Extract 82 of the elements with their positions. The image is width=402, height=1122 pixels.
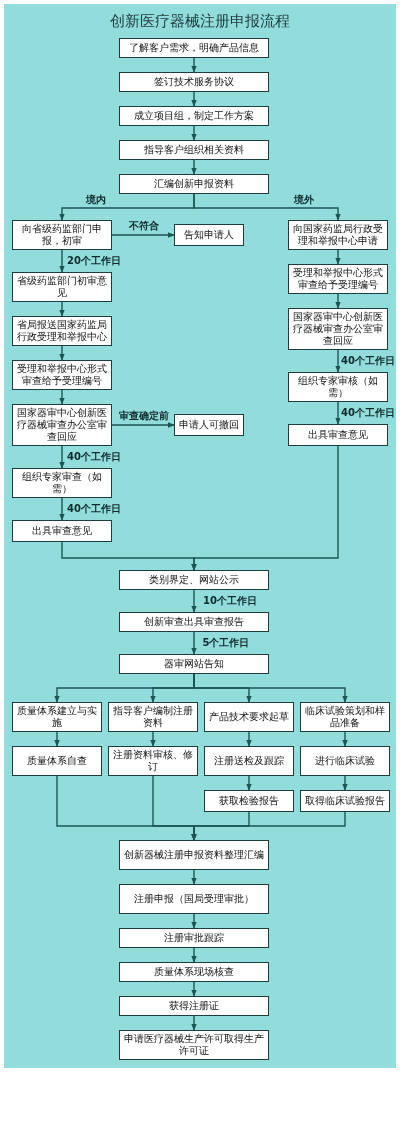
edge-label: 审查确定前 xyxy=(118,410,170,422)
diagram-title: 创新医疗器械注册申报流程 xyxy=(109,12,291,31)
process-box: 申请人可撤回 xyxy=(174,414,244,436)
arrow xyxy=(191,91,197,107)
process-box: 获得注册证 xyxy=(119,996,269,1016)
process-box: 进行临床试验 xyxy=(300,746,390,776)
process-box: 申请医疗器械生产许可取得生产许可证 xyxy=(119,1030,269,1060)
arrow xyxy=(191,445,339,571)
process-box: 国家器审中心创新医疗器械审查办公室审查回应 xyxy=(288,308,388,350)
arrow xyxy=(59,497,65,521)
process-box: 质量体系建立与实施 xyxy=(12,702,102,732)
process-box: 指导客户组织相关资料 xyxy=(119,140,269,160)
process-box: 汇编创新申报资料 xyxy=(119,174,269,194)
process-box: 出具审查意见 xyxy=(12,520,112,542)
process-box: 受理和举报中心形式审查给予受理编号 xyxy=(12,360,112,390)
edge-label: 5个工作日 xyxy=(201,637,251,649)
arrow xyxy=(191,159,197,175)
process-box: 创新器械注册申报资料整理汇编 xyxy=(119,840,269,870)
arrow xyxy=(342,731,348,747)
process-box: 注册资料审核、修订 xyxy=(108,746,198,776)
arrow xyxy=(111,232,175,238)
process-box: 质量体系现场核查 xyxy=(119,962,269,982)
edge-label: 境外 xyxy=(293,194,315,206)
process-box: 受理和举报中心形式审查给予受理编号 xyxy=(288,264,388,294)
arrow xyxy=(191,589,197,613)
process-box: 取得临床试验报告 xyxy=(300,790,390,812)
arrow xyxy=(111,422,175,428)
arrow xyxy=(59,445,65,469)
arrow xyxy=(59,345,65,361)
arrow xyxy=(335,293,341,309)
arrow xyxy=(191,125,197,141)
process-box: 临床试验策划和样品准备 xyxy=(300,702,390,732)
process-box: 器审网站告知 xyxy=(119,654,269,674)
edge-label: 20个工作日 xyxy=(66,255,122,267)
process-box: 成立项目组，制定工作方案 xyxy=(119,106,269,126)
edge-label: 40个工作日 xyxy=(66,451,122,463)
process-box: 注册申报（国局受理审批） xyxy=(119,884,269,914)
arrow xyxy=(191,869,197,885)
arrow xyxy=(191,1015,197,1031)
process-box: 省局报送国家药监局行政受理和举报中心 xyxy=(12,316,112,346)
arrow xyxy=(59,249,65,273)
process-box: 国家器审中心创新医疗器械审查办公室审查回应 xyxy=(12,404,112,446)
process-box: 签订技术服务协议 xyxy=(119,72,269,92)
arrow xyxy=(335,401,341,425)
arrow xyxy=(150,731,156,747)
arrow xyxy=(191,57,197,73)
arrow xyxy=(246,775,252,791)
process-box: 向省级药监部门申报，初审 xyxy=(12,220,112,250)
arrow xyxy=(191,811,346,841)
process-box: 向国家药监局行政受理和举报中心申请 xyxy=(288,220,388,250)
arrow xyxy=(54,731,60,747)
process-box: 了解客户需求，明确产品信息 xyxy=(119,38,269,58)
edge-label: 不符合 xyxy=(128,220,160,232)
process-box: 出具审查意见 xyxy=(288,424,388,446)
edge-label: 10个工作日 xyxy=(202,595,258,607)
process-box: 产品技术要求起草 xyxy=(204,702,294,732)
arrow xyxy=(191,631,197,655)
arrow xyxy=(335,349,341,373)
process-box: 获取检验报告 xyxy=(204,790,294,812)
process-box: 注册送检及跟踪 xyxy=(204,746,294,776)
edge-label: 境内 xyxy=(85,194,107,206)
arrow xyxy=(335,249,341,265)
arrow xyxy=(191,947,197,963)
process-box: 指导客户编制注册资料 xyxy=(108,702,198,732)
process-box: 质量体系自查 xyxy=(12,746,102,776)
process-box: 组织专家审查（如需） xyxy=(12,468,112,498)
arrow xyxy=(59,389,65,405)
process-box: 创新审查出具审查报告 xyxy=(119,612,269,632)
arrow xyxy=(59,301,65,317)
edge-label: 40个工作日 xyxy=(340,407,396,419)
arrow xyxy=(191,981,197,997)
process-box: 告知申请人 xyxy=(174,224,244,246)
arrow xyxy=(246,731,252,747)
process-box: 省级药监部门初审意见 xyxy=(12,272,112,302)
arrow xyxy=(193,193,341,221)
arrow xyxy=(191,913,197,929)
arrow xyxy=(342,775,348,791)
process-box: 类别界定、网站公示 xyxy=(119,570,269,590)
edge-label: 40个工作日 xyxy=(66,503,122,515)
process-box: 组织专家审核（如需） xyxy=(288,372,388,402)
process-box: 注册审批跟踪 xyxy=(119,928,269,948)
edge-label: 40个工作日 xyxy=(340,355,396,367)
